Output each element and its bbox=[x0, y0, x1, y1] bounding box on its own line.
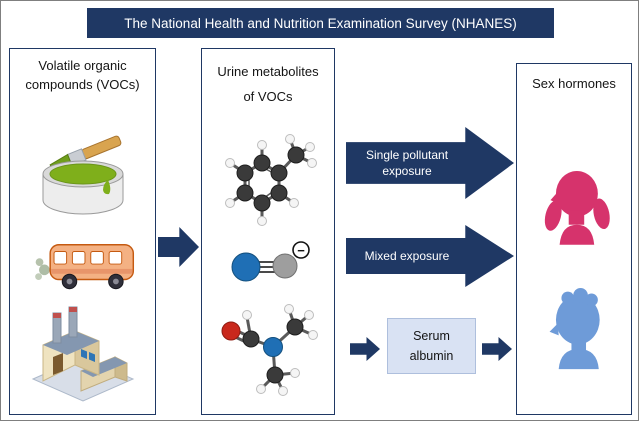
hormones-box: Sex hormones bbox=[516, 63, 632, 415]
metabolites-box-title: Urine metabolites of VOCs bbox=[217, 64, 319, 105]
girl-silhouette-icon bbox=[544, 170, 610, 245]
metabolites-box: Urine metabolites of VOCs bbox=[201, 48, 335, 415]
hormones-box-title: Sex hormones bbox=[532, 76, 616, 91]
factory-icon bbox=[31, 306, 135, 402]
dmf-molecule-icon bbox=[221, 304, 318, 396]
voc-box: Volatile organic compounds (VOCs) bbox=[9, 48, 156, 415]
serum-albumin-box: Serum albumin bbox=[387, 318, 476, 374]
mixed-exposure-arrow: Mixed exposure bbox=[346, 225, 514, 287]
arrow-right-icon bbox=[350, 337, 380, 361]
voc-box-title: Volatile organic compounds (VOCs) bbox=[25, 58, 140, 92]
single-pollutant-label: Single pollutant exposure bbox=[365, 147, 449, 178]
boy-silhouette-icon bbox=[549, 288, 600, 370]
cyanide-molecule-icon: − bbox=[231, 241, 310, 282]
banner-title: The National Health and Nutrition Examin… bbox=[124, 15, 517, 31]
single-pollutant-arrow: Single pollutant exposure bbox=[346, 127, 514, 199]
title-banner: The National Health and Nutrition Examin… bbox=[87, 8, 554, 38]
bus-icon bbox=[35, 244, 135, 290]
negative-charge-symbol: − bbox=[297, 243, 305, 258]
arrow-right-icon bbox=[158, 227, 199, 267]
paint-bucket-icon bbox=[42, 135, 124, 215]
arrow-right-icon bbox=[482, 337, 512, 361]
mixed-exposure-label: Mixed exposure bbox=[364, 248, 450, 263]
toluene-molecule-icon bbox=[225, 134, 317, 226]
serum-albumin-label: Serum albumin bbox=[409, 329, 454, 363]
